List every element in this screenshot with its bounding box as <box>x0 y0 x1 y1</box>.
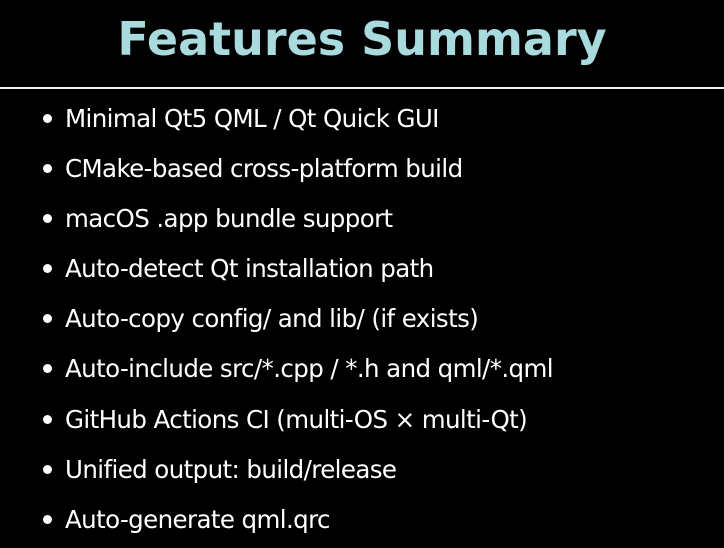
feature-item: Auto-include src/*.cpp / *.h and qml/*.q… <box>0 344 724 394</box>
title-divider <box>0 87 724 89</box>
bullet-icon <box>43 414 52 424</box>
feature-text: Auto-include src/*.cpp / *.h and qml/*.q… <box>65 354 554 384</box>
feature-text: Minimal Qt5 QML / Qt Quick GUI <box>65 104 439 133</box>
bullet-icon <box>43 214 52 224</box>
feature-text: Auto-copy config/ and lib/ (if exists) <box>65 304 479 334</box>
feature-item: macOS .app bundle support <box>0 194 724 244</box>
feature-item: Auto-detect Qt installation path <box>0 244 724 294</box>
features-list: Minimal Qt5 QML / Qt Quick GUI CMake-bas… <box>0 94 724 545</box>
bullet-icon <box>43 264 52 274</box>
feature-text: macOS .app bundle support <box>65 204 393 234</box>
feature-item: GitHub Actions CI (multi-OS × multi-Qt) <box>0 395 724 445</box>
feature-text: Auto-generate qml.qrc <box>65 504 331 534</box>
bullet-icon <box>43 514 52 524</box>
bullet-icon <box>43 364 52 374</box>
feature-text: Unified output: build/release <box>65 454 397 484</box>
feature-text: GitHub Actions CI (multi-OS × multi-Qt) <box>65 404 528 434</box>
bullet-icon <box>43 164 52 174</box>
bullet-icon <box>43 314 52 324</box>
feature-item: Minimal Qt5 QML / Qt Quick GUI <box>0 94 724 144</box>
feature-item: CMake-based cross-platform build <box>0 144 724 194</box>
feature-text: CMake-based cross-platform build <box>65 154 463 184</box>
feature-text: Auto-detect Qt installation path <box>65 254 434 284</box>
bullet-icon <box>43 464 52 474</box>
feature-item: Auto-generate qml.qrc <box>0 495 724 545</box>
feature-item: Unified output: build/release <box>0 445 724 495</box>
bullet-icon <box>43 114 52 123</box>
slide-title: Features Summary <box>117 12 607 66</box>
feature-item: Auto-copy config/ and lib/ (if exists) <box>0 294 724 344</box>
